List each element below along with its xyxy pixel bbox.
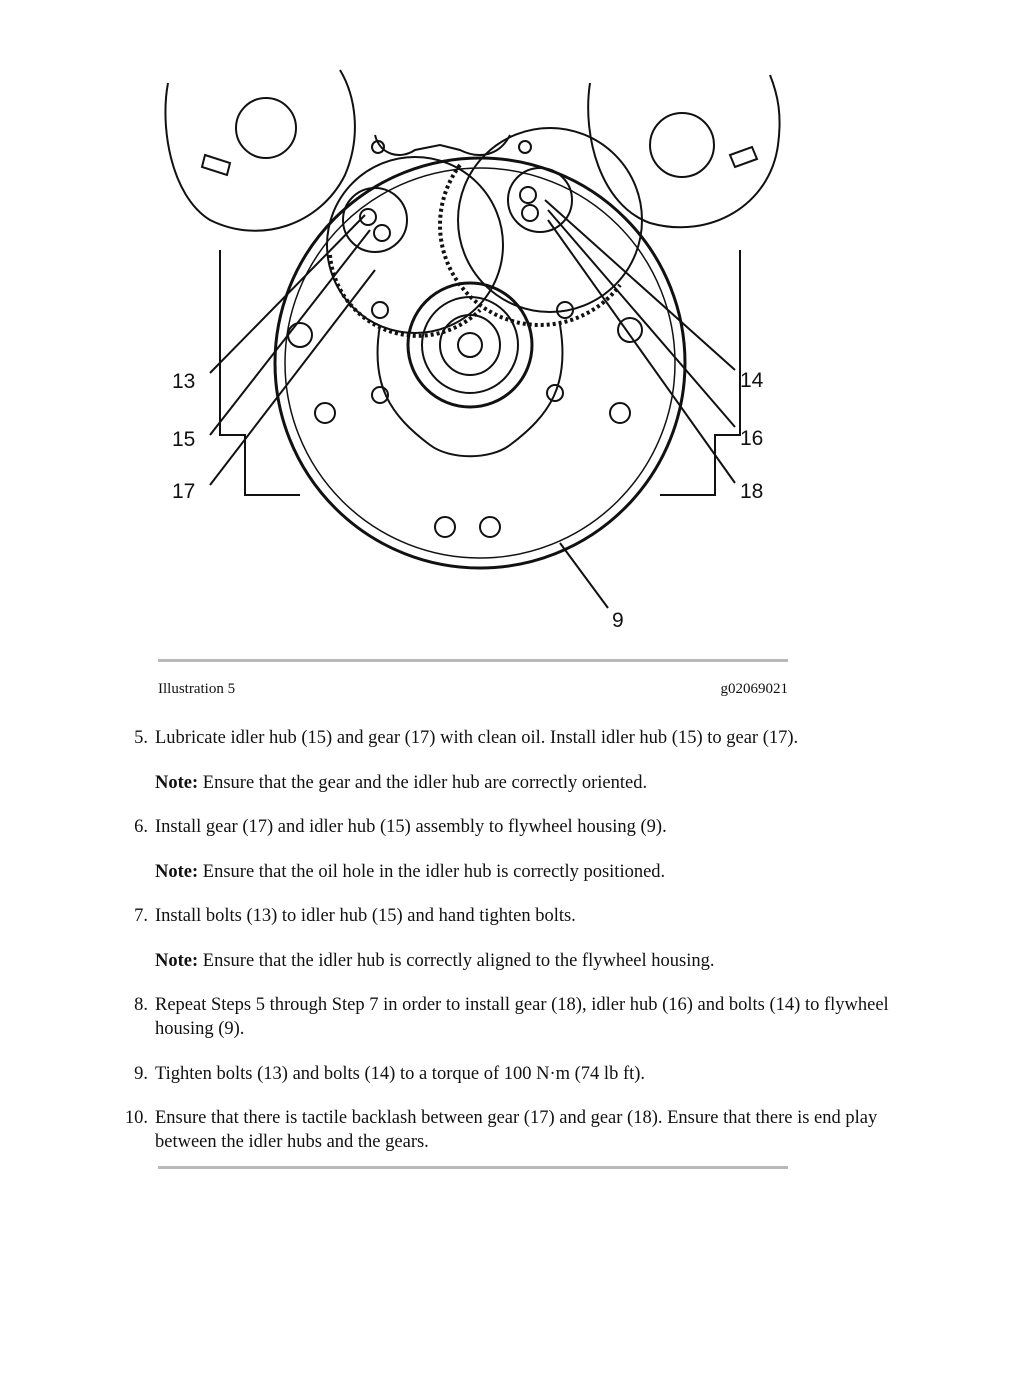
step-5-note: Note: Ensure that the gear and the idler… — [155, 771, 905, 795]
callout-14: 14 — [740, 369, 764, 392]
step-6-note: Note: Ensure that the oil hole in the id… — [155, 860, 905, 884]
note-label: Note: — [155, 772, 199, 793]
callout-17: 17 — [172, 480, 195, 503]
note-text: Ensure that the oil hole in the idler hu… — [198, 861, 666, 882]
step-5: 5. Lubricate idler hub (15) and gear (17… — [0, 726, 1024, 750]
step-text: Ensure that there is tactile backlash be… — [155, 1108, 878, 1152]
flywheel-housing-illustration: 13 15 17 14 16 18 9 — [150, 55, 800, 645]
illustration-drawing: 13 15 17 14 16 18 9 — [164, 69, 781, 632]
caption-top-divider — [158, 659, 788, 662]
step-number: 9. — [134, 1063, 148, 1084]
illustration-label: Illustration 5 — [158, 681, 236, 697]
step-text: Install gear (17) and idler hub (15) ass… — [155, 817, 667, 837]
step-text: Repeat Steps 5 through Step 7 in order t… — [155, 995, 889, 1039]
note-label: Note: — [155, 950, 199, 971]
callout-16: 16 — [740, 427, 763, 450]
callout-15: 15 — [172, 428, 195, 451]
callout-13: 13 — [172, 370, 195, 393]
section-bottom-divider — [158, 1166, 788, 1169]
step-7-note: Note: Ensure that the idler hub is corre… — [155, 949, 905, 973]
step-number: 8. — [134, 995, 148, 1015]
step-6: 6. Install gear (17) and idler hub (15) … — [0, 815, 1024, 839]
illustration-code: g02069021 — [720, 681, 789, 697]
step-number: 10. — [124, 1108, 148, 1128]
step-number: 6. — [134, 817, 148, 837]
step-text: Tighten bolts (13) and bolts (14) to a t… — [155, 1063, 646, 1084]
note-text: Ensure that the idler hub is correctly a… — [198, 950, 715, 971]
note-text: Ensure that the gear and the idler hub a… — [198, 772, 648, 793]
step-number: 5. — [134, 728, 148, 748]
procedure-steps: 5. Lubricate idler hub (15) and gear (17… — [0, 726, 1024, 1175]
step-8: 8. Repeat Steps 5 through Step 7 in orde… — [0, 993, 1024, 1041]
note-label: Note: — [155, 861, 199, 882]
step-10: 10. Ensure that there is tactile backlas… — [0, 1106, 1024, 1154]
callout-9: 9 — [612, 609, 624, 632]
step-number: 7. — [134, 906, 148, 926]
callout-18: 18 — [740, 480, 763, 503]
step-text: Install bolts (13) to idler hub (15) and… — [155, 906, 576, 926]
step-9: 9. Tighten bolts (13) and bolts (14) to … — [0, 1062, 1024, 1086]
step-text: Lubricate idler hub (15) and gear (17) w… — [155, 728, 799, 748]
step-7: 7. Install bolts (13) to idler hub (15) … — [0, 904, 1024, 928]
